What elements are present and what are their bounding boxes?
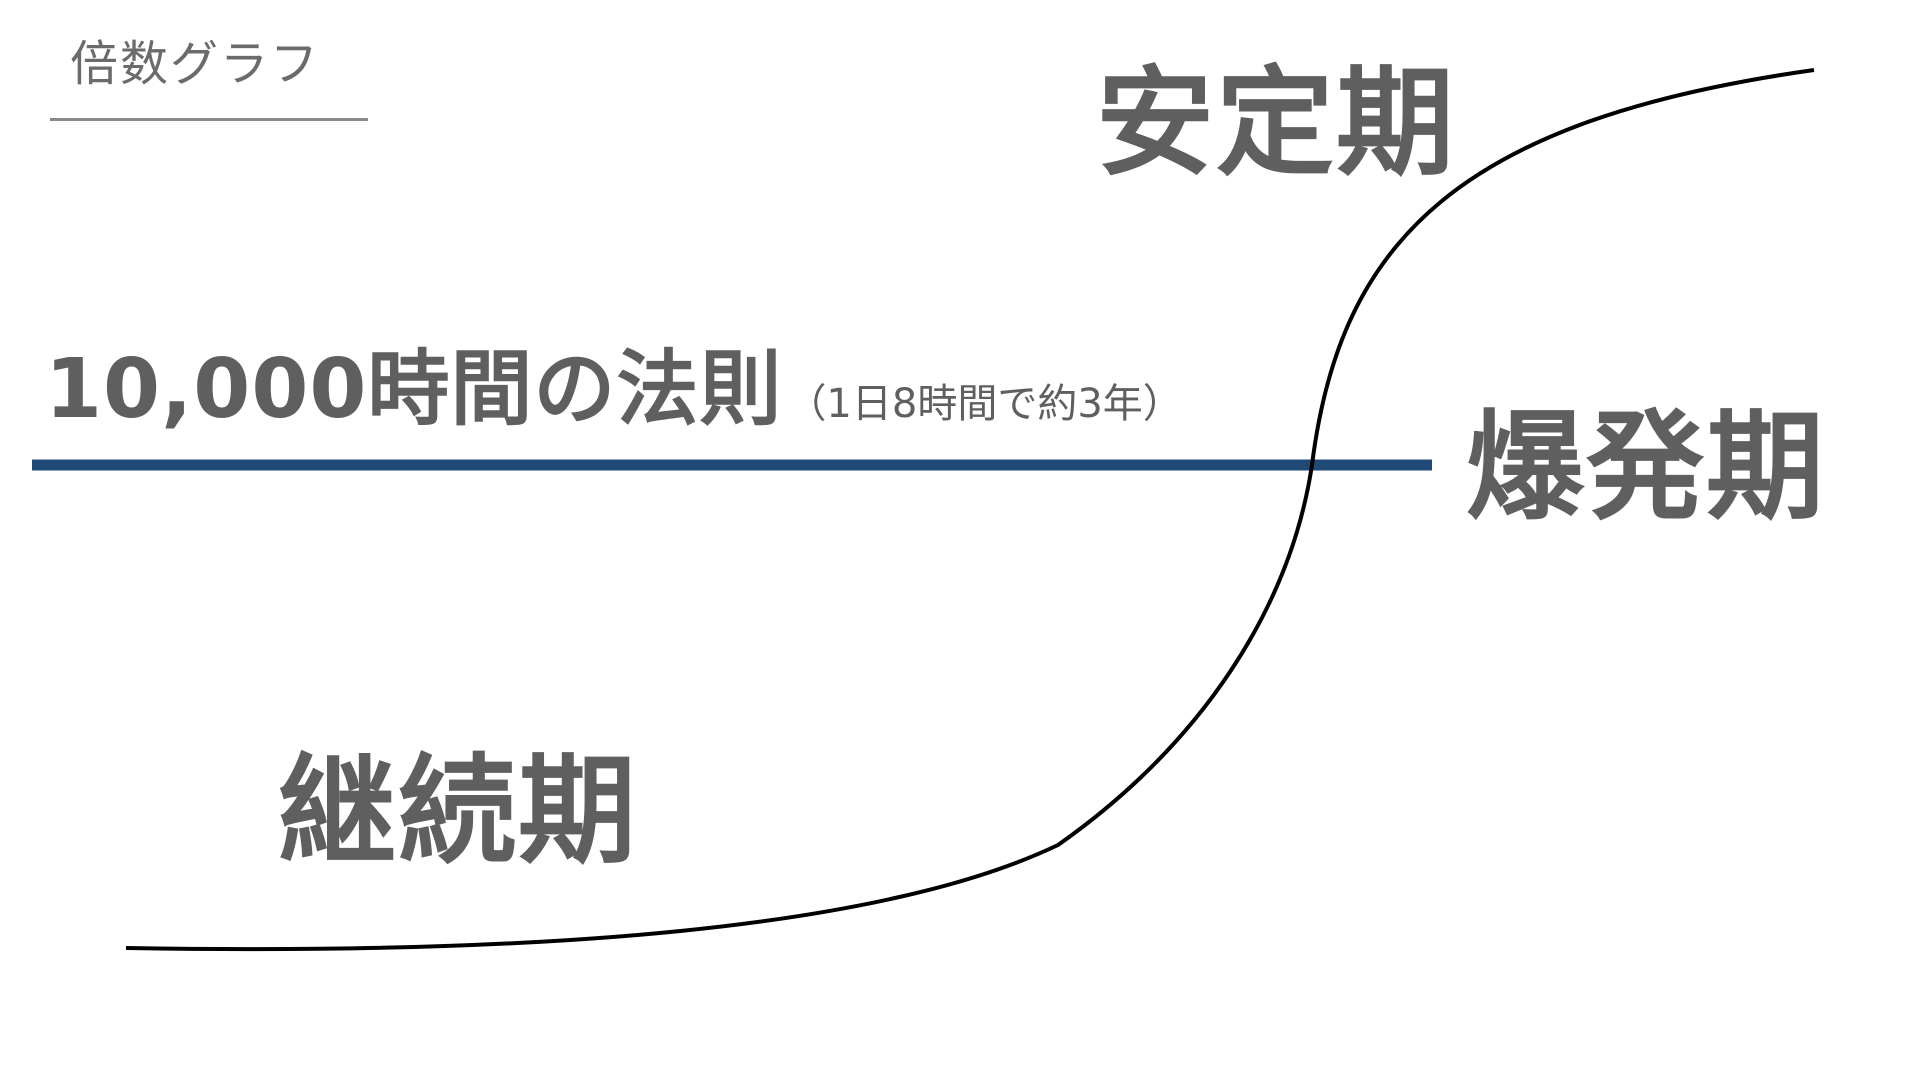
rule-label: 10,000時間の法則（1日8時間で約3年）	[45, 349, 1183, 431]
rule-label-note: （1日8時間で約3年）	[786, 381, 1183, 427]
growth-curve	[125, 68, 1815, 952]
phase-label-explosive: 爆発期	[1466, 398, 1827, 536]
rule-label-main: 10,000時間の法則	[45, 342, 783, 437]
phase-label-continuation: 継続期	[278, 742, 639, 880]
title-underline	[50, 118, 368, 121]
phase-label-stable: 安定期	[1096, 54, 1457, 192]
graph-title: 倍数グラフ	[70, 36, 321, 92]
